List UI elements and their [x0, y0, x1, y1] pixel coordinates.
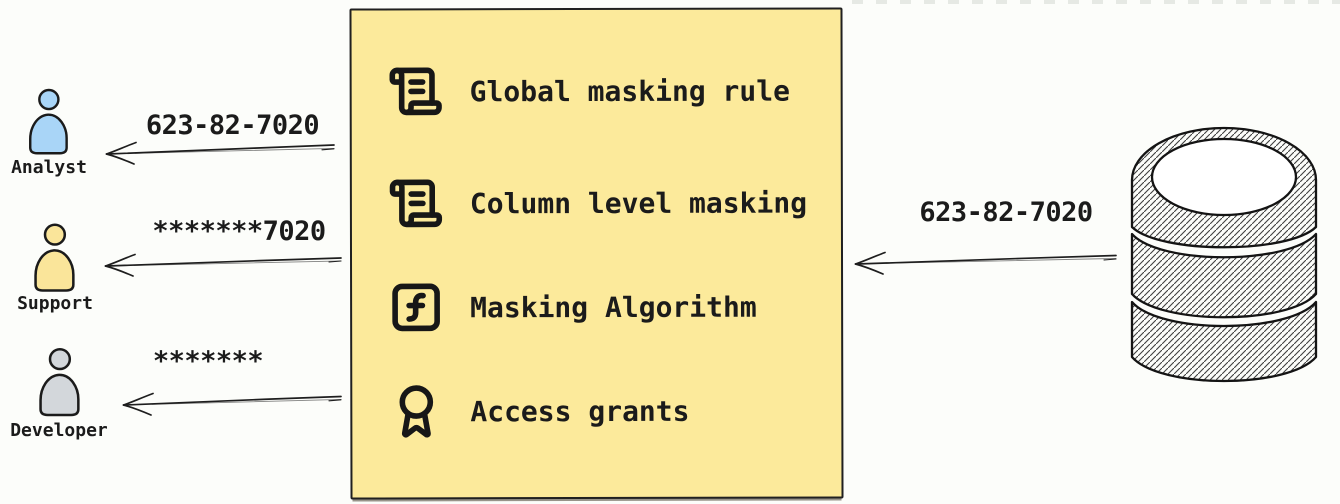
persona-label-analyst: Analyst	[11, 157, 87, 178]
masked-value-support: *******7020	[152, 216, 326, 247]
masking-box-item-label: Access grants	[470, 394, 690, 428]
person-icon	[29, 88, 68, 155]
arrow-database-to-box-icon	[854, 251, 1117, 275]
arrow-to-developer-icon	[122, 392, 342, 416]
masked-value-analyst: 623-82-7020	[145, 110, 320, 141]
scroll-text-icon	[389, 67, 442, 116]
source-value: 623-82-7020	[919, 197, 1093, 228]
masking-box-item-label: Masking Algorithm	[470, 290, 757, 324]
function-square-icon	[392, 283, 440, 332]
masking-box-item: Column level masking	[388, 174, 807, 233]
masking-box-item: Global masking rule	[388, 62, 790, 121]
person-icon	[34, 223, 75, 292]
masking-box-item-label: Column level masking	[469, 186, 808, 220]
persona-label-developer: Developer	[10, 420, 108, 441]
persona-label-support: Support	[17, 293, 93, 314]
masking-box-item-label: Global masking rule	[469, 74, 790, 108]
arrow-to-analyst-icon	[105, 141, 335, 165]
dashed-guide-line	[852, 0, 1340, 4]
masked-value-developer: *******	[152, 346, 264, 377]
award-icon	[399, 385, 434, 438]
database-icon	[1130, 126, 1318, 383]
masking-box-item: Masking Algorithm	[388, 278, 757, 337]
person-icon	[39, 347, 80, 417]
scroll-text-icon	[389, 179, 443, 228]
masking-rules-box: Global masking rule Column level masking	[349, 7, 844, 500]
masking-box-item: Access grants	[388, 382, 690, 441]
arrow-to-support-icon	[104, 253, 342, 277]
